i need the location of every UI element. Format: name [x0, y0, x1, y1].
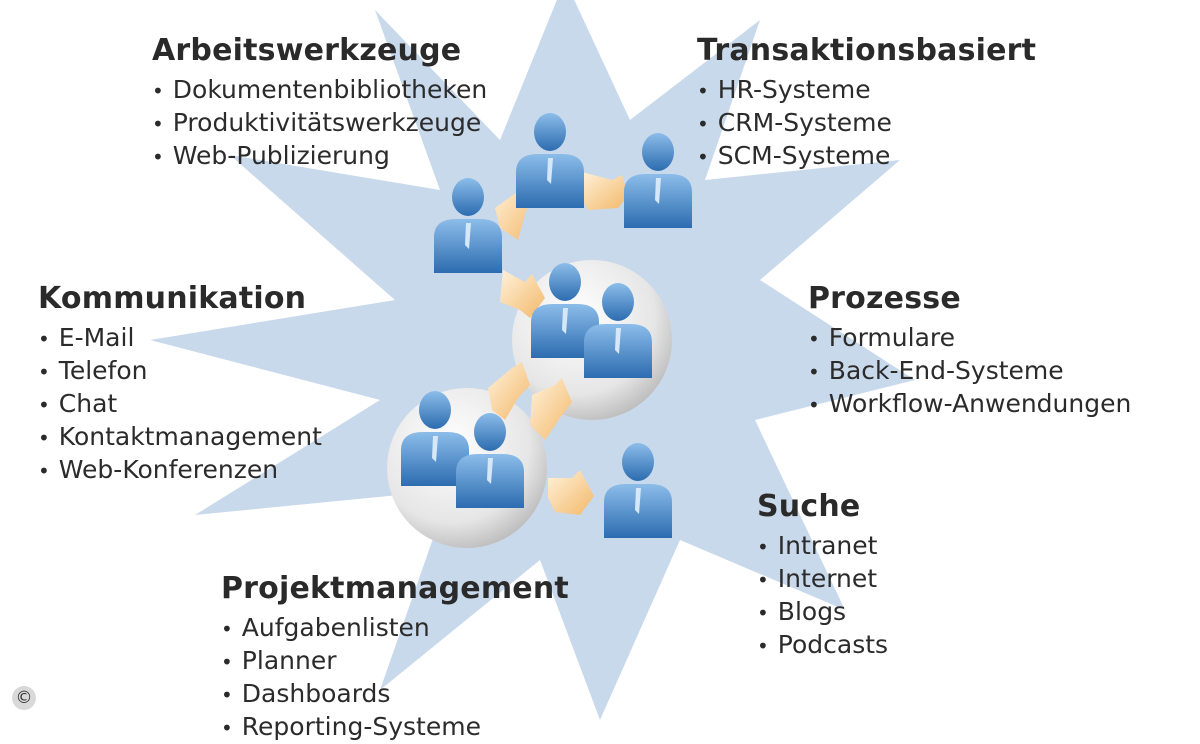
- person-icon: [604, 443, 672, 538]
- group-list: Aufgabenlisten Planner Dashboards Report…: [221, 612, 569, 744]
- list-item: Workflow-Anwendungen: [808, 388, 1132, 421]
- list-item: Aufgabenlisten: [221, 612, 569, 645]
- person-icon: [584, 283, 652, 378]
- list-item: Web-Publizierung: [152, 140, 487, 173]
- person-icon: [434, 178, 502, 273]
- list-item: Telefon: [38, 355, 322, 388]
- group-title: Prozesse: [808, 281, 961, 316]
- list-item: Produktivitätswerkzeuge: [152, 107, 487, 140]
- person-icon: [624, 133, 692, 228]
- person-icon: [516, 113, 584, 208]
- list-item: Kontaktmanagement: [38, 421, 322, 454]
- group-projektmanagement: Projektmanagement Aufgabenlisten Planner…: [221, 572, 569, 744]
- list-item: Formulare: [808, 322, 1131, 355]
- person-icon: [456, 413, 524, 508]
- group-transaktionsbasiert: Transaktionsbasiert HR-Systeme CRM-Syste…: [697, 34, 1036, 173]
- list-item: Dokumentenbibliotheken: [152, 74, 487, 107]
- list-item: SCM-Systeme: [697, 140, 1036, 173]
- group-list: HR-Systeme CRM-Systeme SCM-Systeme: [697, 74, 1036, 173]
- group-title: Arbeitswerkzeuge: [152, 33, 462, 68]
- list-item: Reporting-Systeme: [221, 711, 569, 744]
- list-item: Podcasts: [757, 629, 888, 662]
- list-item: HR-Systeme: [697, 74, 1036, 107]
- group-kommunikation: Kommunikation E-Mail Telefon Chat Kontak…: [38, 282, 322, 487]
- list-item: Dashboards: [221, 678, 569, 711]
- group-list: Intranet Internet Blogs Podcasts: [757, 530, 888, 662]
- group-list: Dokumentenbibliotheken Produktivitätswer…: [152, 74, 487, 173]
- person-icon: [401, 391, 469, 486]
- group-title: Suche: [757, 489, 861, 524]
- list-item: E-Mail: [38, 322, 322, 355]
- group-title: Kommunikation: [38, 281, 307, 316]
- group-arbeitswerkzeuge: Arbeitswerkzeuge Dokumentenbibliotheken …: [152, 34, 487, 173]
- list-item: Web-Konferenzen: [38, 454, 322, 487]
- copyright-icon: ©: [12, 686, 36, 710]
- group-list: Formulare Back-End-Systeme Workflow-Anwe…: [808, 322, 1132, 421]
- group-title: Projektmanagement: [221, 571, 569, 606]
- list-item: Chat: [38, 388, 322, 421]
- diagram-canvas: [150, 0, 915, 720]
- group-list: E-Mail Telefon Chat Kontaktmanagement We…: [38, 322, 322, 487]
- list-item: Intranet: [757, 530, 888, 563]
- group-title: Transaktionsbasiert: [697, 33, 1037, 68]
- list-item: Blogs: [757, 596, 888, 629]
- list-item: CRM-Systeme: [697, 107, 1036, 140]
- list-item: Back-End-Systeme: [808, 355, 1131, 388]
- group-suche: Suche Intranet Internet Blogs Podcasts: [757, 490, 888, 662]
- person-icon: [531, 263, 599, 358]
- list-item: Internet: [757, 563, 888, 596]
- group-prozesse: Prozesse Formulare Back-End-Systeme Work…: [808, 282, 1131, 421]
- list-item: Planner: [221, 645, 569, 678]
